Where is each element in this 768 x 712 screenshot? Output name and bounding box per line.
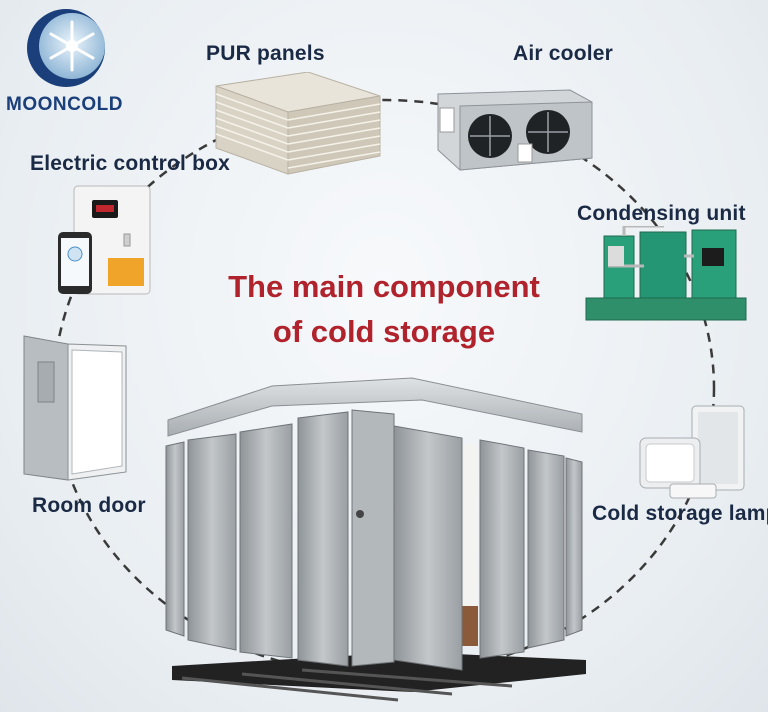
label-pur-panels: PUR panels: [206, 42, 325, 65]
label-cold-storage-lamp: Cold storage lamp: [592, 502, 768, 525]
cold-storage-lamp-image: [639, 405, 745, 499]
air-cooler-image: [437, 89, 593, 171]
moon-snowflake-logo-icon: [27, 9, 105, 87]
page-title-line1: The main component: [228, 269, 540, 304]
label-condensing-unit: Condensing unit: [577, 202, 746, 225]
pur-panels-image: [215, 72, 381, 175]
label-room-door: Room door: [32, 494, 146, 517]
condensing-unit-image: [585, 226, 747, 321]
brand-name: MOONCOLD: [6, 94, 123, 115]
electric-control-box-image: [58, 185, 151, 295]
page-title-line2: of cold storage: [272, 314, 496, 349]
label-electric-control-box: Electric control box: [30, 152, 231, 175]
cold-room-image: [165, 377, 586, 702]
room-door-image: [23, 335, 127, 481]
label-air-cooler: Air cooler: [513, 42, 614, 65]
